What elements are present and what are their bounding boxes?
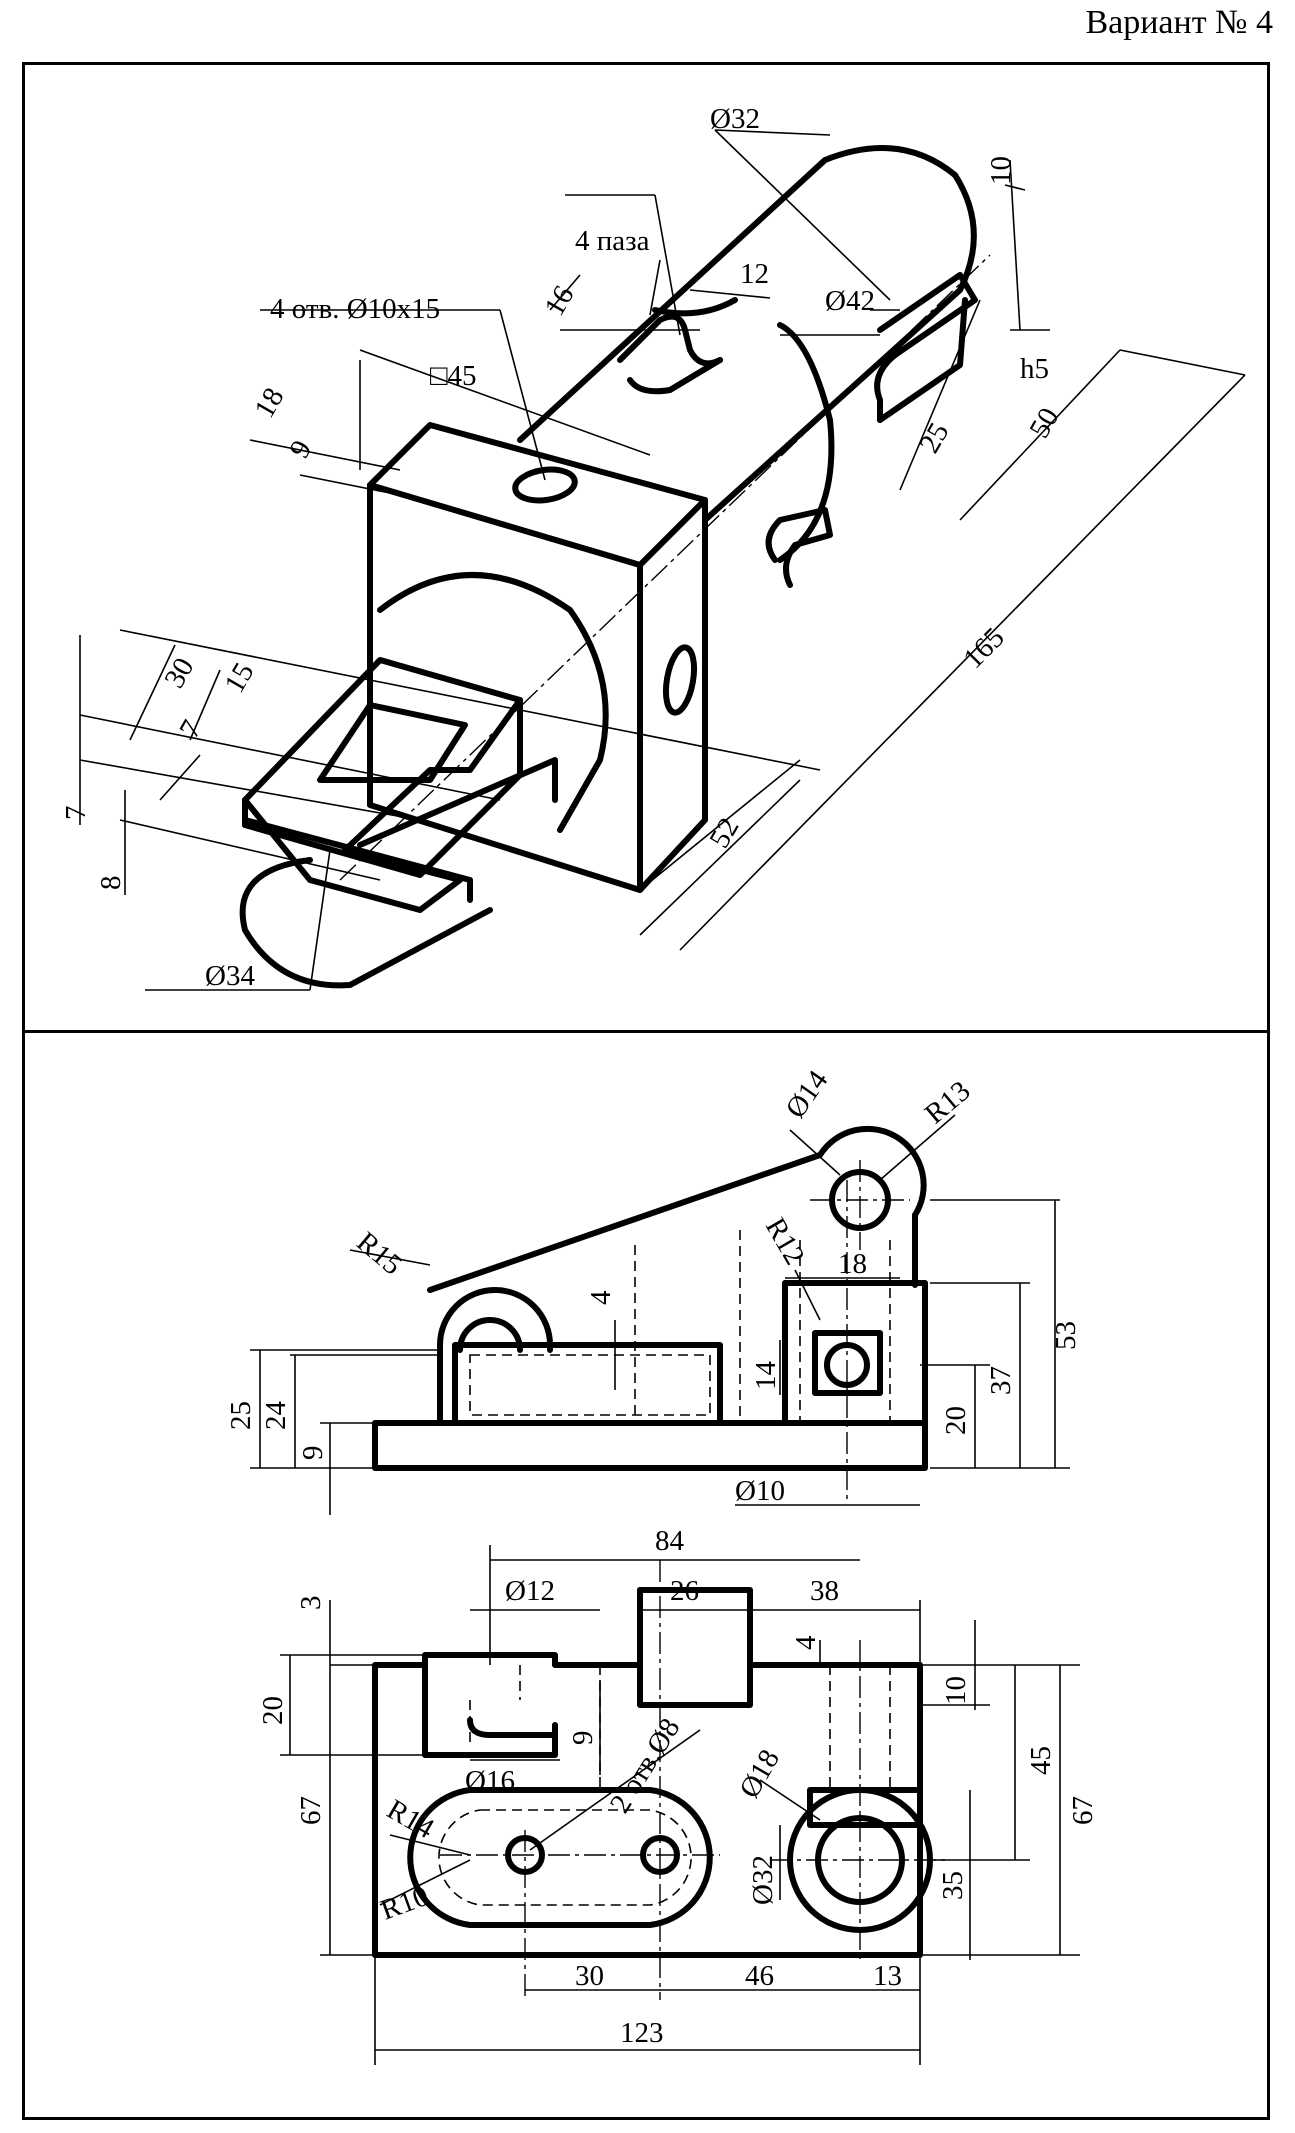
top-dim-r14: R14	[382, 1793, 440, 1845]
front-dim-d14b: 14	[750, 1361, 782, 1391]
iso-dim-sq45: □45	[430, 360, 477, 392]
iso-slots-label: 4 паза	[575, 225, 650, 257]
iso-dimension-lines	[79, 129, 1246, 991]
top-dim-d20: 20	[257, 1696, 289, 1725]
front-base-plate	[372, 1420, 928, 1471]
front-dim-d9: 9	[297, 1446, 329, 1461]
iso-dim-d8: 8	[95, 876, 127, 891]
top-dim-d67-left: 67	[295, 1796, 327, 1825]
iso-dim-d165: 165	[957, 622, 1010, 675]
top-dim-d45: 45	[1025, 1746, 1057, 1775]
iso-hole-top	[512, 466, 578, 504]
top-dim-d13: 13	[873, 1960, 902, 1992]
iso-dim-d18: 18	[248, 382, 290, 423]
top-dim-d46: 46	[745, 1960, 774, 1992]
iso-block-front	[367, 482, 643, 893]
top-dim-d9: 9	[567, 1731, 599, 1746]
top-dim-d32: Ø32	[747, 1855, 779, 1905]
section-divider	[22, 1030, 1270, 1033]
front-dim-d4: 4	[585, 1290, 617, 1305]
variant-label: Вариант № 4	[1085, 4, 1273, 41]
front-dim-d53: 53	[1050, 1321, 1082, 1350]
iso-dim-d12: 12	[740, 258, 769, 290]
iso-dim-d10: 10	[985, 156, 1017, 185]
iso-dim-d9: 9	[283, 435, 318, 464]
front-dimension-lines	[250, 1114, 1070, 1515]
top-lug-hole	[467, 1717, 558, 1738]
iso-dim-d30: 30	[158, 652, 200, 693]
front-dim-d18: 18	[838, 1248, 867, 1280]
drawing-frame	[22, 62, 1270, 2120]
front-center-block	[452, 1342, 723, 1426]
iso-dim-h5: h5	[1020, 353, 1049, 385]
top-dim-d35: 35	[937, 1871, 969, 1900]
iso-holes-label: 4 отв. Ø10x15	[270, 293, 440, 325]
top-dim-d26: 26	[670, 1575, 699, 1607]
front-dim-r15: R15	[351, 1226, 409, 1282]
iso-right-cylinder	[517, 145, 977, 523]
front-dim-d37: 37	[985, 1366, 1017, 1395]
front-dim-d14: Ø14	[780, 1064, 835, 1124]
top-dim-d30: 30	[575, 1960, 604, 1992]
top-view: 84 3 Ø12 26 38 4 20 10 9 2 отв.Ø8 Ø18 Ø1…	[257, 1525, 1099, 2065]
top-dim-d4: 4	[790, 1635, 822, 1650]
front-right-block	[782, 1280, 928, 1426]
front-view: Ø14 R13 R15 R12 18 4 14 53 37 20 25 24 9…	[225, 1064, 1082, 1515]
iso-hole-side	[662, 644, 698, 716]
iso-dim-d25: 25	[913, 417, 955, 458]
front-dim-r13: R13	[919, 1075, 977, 1131]
iso-cylinder-front-edge	[777, 322, 835, 563]
front-left-hole	[457, 1317, 523, 1353]
top-dim-d18: Ø18	[733, 1744, 786, 1803]
top-left-lug	[422, 1662, 558, 1758]
iso-fork-outer	[242, 657, 523, 913]
top-dim-r10: R10	[376, 1880, 432, 1927]
top-dimension-lines	[280, 1545, 1080, 2065]
iso-dim-d7b: 7	[60, 806, 92, 821]
top-dim-d12: Ø12	[505, 1575, 555, 1607]
top-dim-d16: Ø16	[465, 1765, 515, 1797]
front-dim-d25: 25	[225, 1401, 257, 1430]
front-left-lug	[437, 1287, 553, 1426]
iso-dim-d52: 52	[703, 812, 745, 853]
top-dim-d123: 123	[620, 2017, 664, 2049]
top-dim-d3: 3	[295, 1596, 327, 1611]
isometric-view: Ø32 4 паза 4 отв. Ø10x15 □45 Ø42 12 16 1…	[60, 103, 1246, 992]
iso-dim-d15: 15	[218, 657, 260, 698]
front-dim-d20: 20	[940, 1406, 972, 1435]
iso-left-cylinder-end	[239, 857, 493, 989]
top-holes-label: 2 отв.Ø8	[604, 1713, 687, 1819]
iso-cylinder-edge	[652, 297, 738, 317]
top-dim-d38: 38	[810, 1575, 839, 1607]
front-dim-d10: Ø10	[735, 1475, 785, 1507]
front-dim-r12: R12	[759, 1213, 811, 1271]
top-slot-boss	[407, 1787, 713, 1928]
iso-slot-top	[617, 313, 723, 367]
top-dim-d84: 84	[655, 1525, 685, 1557]
front-dim-d24: 24	[260, 1401, 292, 1431]
iso-dim-d32: Ø32	[710, 103, 760, 135]
top-dim-d10: 10	[940, 1676, 972, 1705]
iso-dim-d34: Ø34	[205, 960, 255, 992]
iso-fork-window	[317, 702, 468, 783]
top-dim-d67-right: 67	[1067, 1796, 1099, 1825]
iso-dim-d50: 50	[1023, 402, 1065, 443]
front-sloped-edge	[427, 1125, 927, 1293]
top-outline	[372, 1652, 923, 1958]
iso-slot-right	[874, 272, 978, 423]
iso-block-top	[367, 422, 708, 568]
iso-dim-d42: Ø42	[825, 285, 875, 317]
iso-axis	[339, 254, 991, 881]
iso-dim-d16: 16	[538, 280, 580, 321]
iso-slot-bottom	[765, 507, 833, 588]
iso-block-side	[637, 497, 708, 893]
iso-left-cylinder	[377, 572, 609, 833]
